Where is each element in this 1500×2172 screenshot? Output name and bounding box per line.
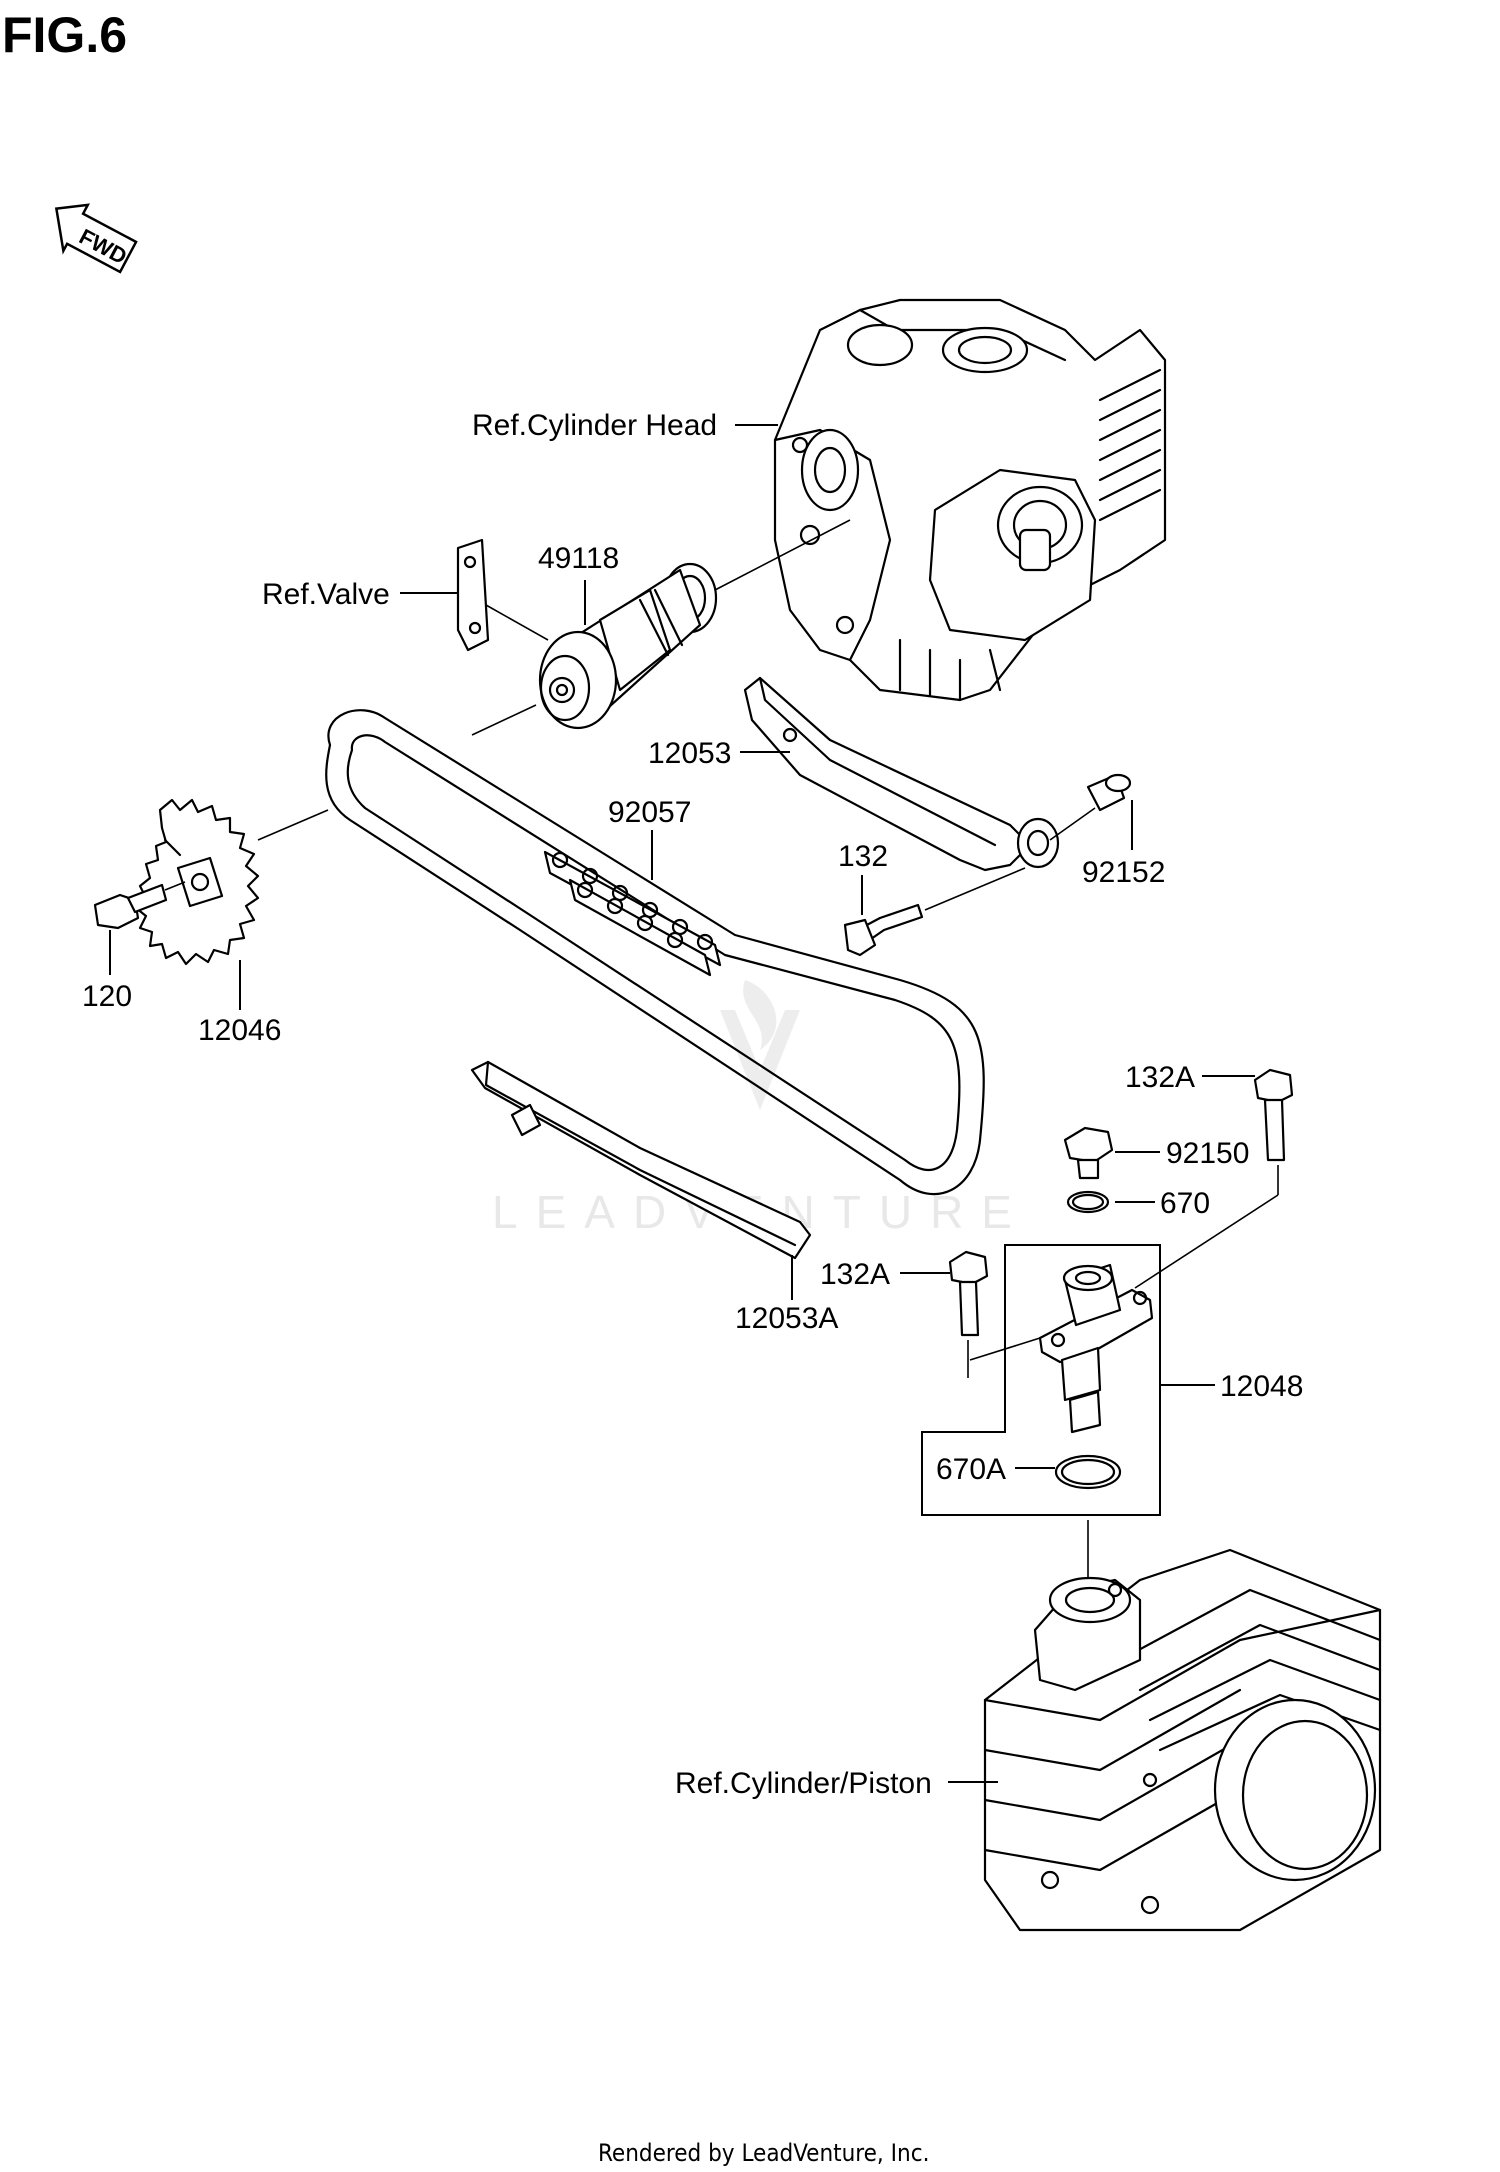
label-132: 132 (838, 840, 888, 873)
chain-links (543, 850, 722, 977)
cam-sprocket (134, 798, 260, 966)
label-132A-top: 132A (1125, 1061, 1195, 1094)
label-92150: 92150 (1166, 1137, 1249, 1170)
forward-arrow-icon: FWD (54, 203, 138, 274)
label-670: 670 (1160, 1187, 1210, 1220)
o-ring-670 (1066, 1190, 1110, 1214)
camshaft (538, 562, 718, 730)
label-49118: 49118 (538, 542, 619, 575)
collar (1086, 773, 1132, 812)
cam-chain-tensioner (1038, 1263, 1154, 1434)
label-670A: 670A (936, 1453, 1006, 1486)
cylinder-head (773, 298, 1167, 702)
cylinder-block (983, 1548, 1382, 1932)
bolt-132 (843, 903, 924, 957)
valve-bracket (456, 538, 490, 652)
label-12053: 12053 (648, 737, 731, 770)
chain-guide (743, 676, 1060, 872)
bolt-132a-mid (948, 1250, 989, 1337)
lower-chain-guide (470, 1060, 812, 1260)
bolt-92150 (1063, 1126, 1114, 1180)
label-12048: 12048 (1220, 1370, 1303, 1403)
figure-title: FIG.6 (2, 7, 127, 63)
label-12046: 12046 (198, 1014, 281, 1047)
label-120: 120 (82, 980, 132, 1013)
bolt-120 (93, 883, 168, 930)
o-ring-670a (1054, 1454, 1122, 1490)
footer-credit: Rendered by LeadVenture, Inc. (598, 2139, 929, 2167)
cam-chain-loop (325, 709, 985, 1196)
label-12053A: 12053A (735, 1302, 838, 1335)
label-132A-mid: 132A (820, 1258, 890, 1291)
label-ref-valve: Ref.Valve (262, 578, 390, 611)
bolt-132a-top (1253, 1068, 1294, 1162)
label-ref-cylinder-head: Ref.Cylinder Head (472, 409, 717, 442)
label-ref-cylinder-piston: Ref.Cylinder/Piston (675, 1767, 932, 1800)
label-92152: 92152 (1082, 856, 1165, 889)
label-92057: 92057 (608, 796, 691, 829)
